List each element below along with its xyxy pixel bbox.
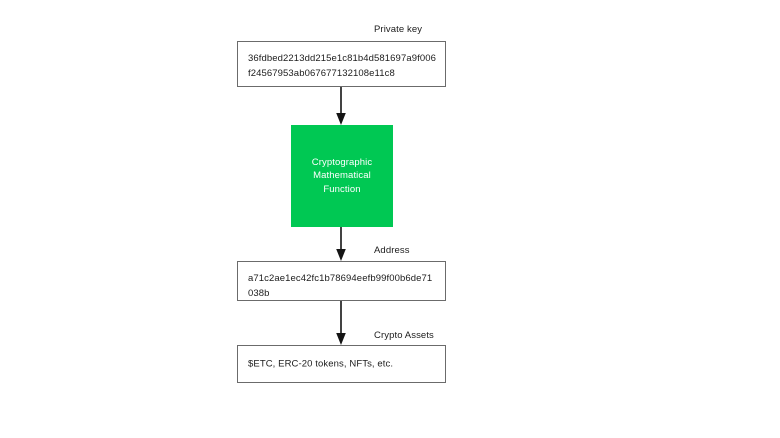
function-line-1: Cryptographic xyxy=(311,156,373,168)
private-key-value: 36fdbed2213dd215e1c81b4d581697a9f006f245… xyxy=(248,53,436,79)
address-label: Address xyxy=(374,245,410,256)
cryptographic-function-box: Cryptographic Mathematical Function xyxy=(291,125,393,227)
arrow-function-to-address xyxy=(336,227,346,261)
address-value: a71c2ae1ec42fc1b78694eefb99f00b6de71038b xyxy=(248,273,433,299)
cryptographic-function-text: Cryptographic Mathematical Function xyxy=(312,156,372,197)
crypto-assets-box: $ETC, ERC-20 tokens, NFTs, etc. xyxy=(237,345,446,383)
address-box: a71c2ae1ec42fc1b78694eefb99f00b6de71038b xyxy=(237,261,446,301)
function-line-3: Function xyxy=(323,183,361,195)
private-key-label: Private key xyxy=(374,24,423,35)
crypto-assets-label: Crypto Assets xyxy=(374,330,434,341)
function-line-2: Mathematical xyxy=(313,170,371,182)
arrow-address-to-assets xyxy=(336,301,346,345)
private-key-box: 36fdbed2213dd215e1c81b4d581697a9f006f245… xyxy=(237,41,446,87)
arrow-private-key-to-function xyxy=(336,87,346,125)
crypto-assets-value: $ETC, ERC-20 tokens, NFTs, etc. xyxy=(248,358,394,370)
